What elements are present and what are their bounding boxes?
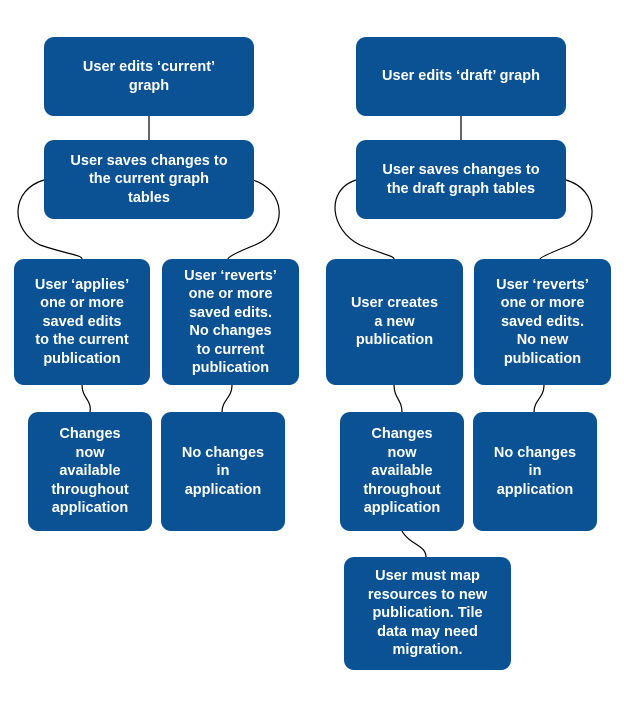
connector-draft-create-to-available: [393, 384, 403, 413]
node-user-edits-current-graph: User edits ‘current’ graph: [44, 37, 254, 116]
node-user-applies-edits: User ‘applies’ one or more saved edits t…: [14, 259, 150, 385]
node-label: User saves changes to the current graph …: [70, 152, 228, 206]
node-label: User edits ‘current’ graph: [82, 59, 216, 94]
connector-current-apply-to-available: [81, 384, 91, 413]
connector-current-save-to-revert: [227, 179, 280, 260]
connector-current-save-to-apply: [17, 179, 83, 260]
connector-draft-revert-to-nochange: [533, 384, 545, 413]
node-label: User must map resources to new publicati…: [367, 568, 488, 659]
node-label: No changes in application: [493, 444, 577, 498]
connector-draft-available-to-map: [401, 530, 427, 558]
node-label: User ‘applies’ one or more saved edits t…: [34, 276, 130, 367]
node-label: User saves changes to the draft graph ta…: [382, 162, 540, 197]
node-label: No changes in application: [181, 444, 265, 498]
connector-draft-save-to-create: [334, 179, 395, 260]
node-label: User ‘reverts’ one or more saved edits. …: [184, 267, 277, 377]
node-label: Changes now available throughout applica…: [363, 426, 441, 517]
node-user-reverts-current: User ‘reverts’ one or more saved edits. …: [162, 259, 299, 385]
node-no-changes-current: No changes in application: [161, 412, 285, 531]
node-changes-available-draft: Changes now available throughout applica…: [340, 412, 464, 531]
connector-current-revert-to-nochange: [221, 384, 233, 413]
connector-draft-save-to-revert: [539, 179, 593, 260]
node-user-saves-current-graph: User saves changes to the current graph …: [44, 140, 254, 219]
node-label: User ‘reverts’ one or more saved edits. …: [496, 276, 589, 367]
node-user-edits-draft-graph: User edits ‘draft’ graph: [356, 37, 566, 116]
node-label: User creates a new publication: [350, 295, 439, 349]
node-user-creates-publication: User creates a new publication: [326, 259, 463, 385]
node-no-changes-draft: No changes in application: [473, 412, 597, 531]
node-user-reverts-draft: User ‘reverts’ one or more saved edits. …: [474, 259, 611, 385]
node-changes-available-current: Changes now available throughout applica…: [28, 412, 152, 531]
node-user-must-map-resources: User must map resources to new publicati…: [344, 557, 511, 670]
node-user-saves-draft-graph: User saves changes to the draft graph ta…: [356, 140, 566, 219]
node-label: Changes now available throughout applica…: [51, 426, 129, 517]
node-label: User edits ‘draft’ graph: [382, 68, 540, 85]
